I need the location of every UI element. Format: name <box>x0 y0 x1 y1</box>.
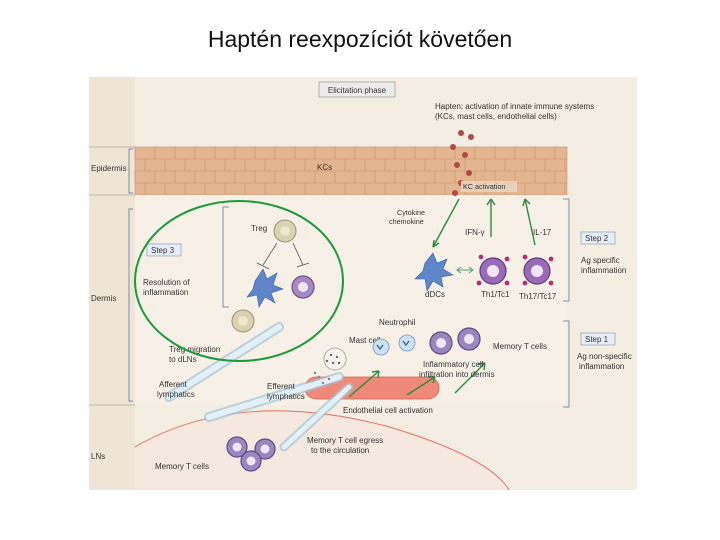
step3-label: Step 3 <box>151 246 175 255</box>
step1-text-2: inflammation <box>579 362 624 371</box>
endothelial-label: Endothelial cell activation <box>343 406 433 415</box>
memory-t-cells-dermis <box>429 327 481 355</box>
mast-cell-granules <box>313 371 331 385</box>
step2-text-1: Ag specific <box>581 256 620 265</box>
ln-memory-label: Memory T cells <box>155 462 209 471</box>
phase-label: Elicitation phase <box>328 86 387 95</box>
immunology-figure: Elicitation phase Hapten: activation of … <box>89 77 637 491</box>
hapten-note-line-1: Hapten: activation of innate immune syst… <box>435 102 594 111</box>
cytokine-label-1: Cytokine <box>397 208 425 217</box>
lns-label: LNs <box>91 452 105 461</box>
cytokine-label-2: chemokine <box>389 217 424 226</box>
infiltration-1: Inflammatory cell <box>423 360 484 369</box>
treg-migration-1: Treg migration <box>169 345 220 354</box>
efferent-lymphatic <box>204 372 344 422</box>
ifn-label: IFN-γ <box>465 228 485 237</box>
afferent-label-1: Afferent <box>159 380 188 389</box>
treg-inhibition <box>256 242 310 270</box>
dendritic-cell-step3 <box>246 268 284 308</box>
hapten-note-line-2: (KCs, mast cells, endothelial cells) <box>435 112 557 121</box>
treg-label: Treg <box>251 224 267 233</box>
kc-activation-label: KC activation <box>463 182 505 191</box>
step1-label: Step 1 <box>585 335 609 344</box>
treg-migration-2: to dLNs <box>169 355 197 364</box>
layer-boundaries <box>89 146 135 406</box>
step2-label: Step 2 <box>585 234 609 243</box>
lymph-node-area <box>135 411 509 490</box>
step3-text-1: Resolution of <box>143 278 190 287</box>
ddcs-label: dDCs <box>425 290 445 299</box>
layer-brackets <box>128 148 133 402</box>
phase-box <box>318 81 396 98</box>
afferent-label-2: lymphatics <box>157 390 195 399</box>
th17-cell <box>522 254 554 286</box>
neutrophil-cells <box>372 334 416 356</box>
dermal-dendritic-cell <box>414 252 454 292</box>
egress-label-2: to the circulation <box>311 446 369 455</box>
step2-text-2: inflammation <box>581 266 626 275</box>
mast-cell <box>323 347 347 371</box>
signal-arrows <box>348 198 536 398</box>
effector-cell-step3 <box>291 275 315 299</box>
efferent-label-1: Efferent <box>267 382 296 391</box>
step3-bracket <box>222 206 229 308</box>
efferent-label-2: lymphatics <box>267 392 305 401</box>
figure-svg: Elicitation phase Hapten: activation of … <box>89 77 637 491</box>
step3-box <box>146 243 182 257</box>
step2-bracket <box>563 198 570 302</box>
th1-label: Th1/Tc1 <box>481 290 510 299</box>
step1-box <box>580 332 616 346</box>
egress-label-1: Memory T cell egress <box>307 436 383 445</box>
migrating-treg <box>231 309 255 333</box>
step1-text-1: Ag non-specific <box>577 352 632 361</box>
neutrophil-label: Neutrophil <box>379 318 416 327</box>
treg-cell <box>273 219 297 243</box>
th17-label: Th17/Tc17 <box>519 292 557 301</box>
dermis-label: Dermis <box>91 294 116 303</box>
slide-title: Haptén reexpozíciót követően <box>207 26 513 52</box>
afferent-lymphatic <box>164 322 284 402</box>
mast-cell-label: Mast cell <box>349 336 381 345</box>
layer-label-column <box>89 77 135 490</box>
memory-t-label: Memory T cells <box>493 342 547 351</box>
egress-lymphatic <box>279 382 354 452</box>
step3-text-2: inflammation <box>143 288 188 297</box>
step1-bracket <box>563 320 570 408</box>
epidermis-label: Epidermis <box>91 164 127 173</box>
il17-label: IL-17 <box>533 228 552 237</box>
highlight-oval <box>134 200 344 362</box>
kcs-label: KCs <box>317 163 332 172</box>
memory-t-cells-ln <box>226 436 276 472</box>
infiltration-2: infiltration into dermis <box>419 370 495 379</box>
dc-t-interaction-arrow <box>456 266 474 274</box>
th1-cell <box>476 254 510 286</box>
step2-box <box>580 231 616 245</box>
kc-activation-box <box>461 181 517 192</box>
